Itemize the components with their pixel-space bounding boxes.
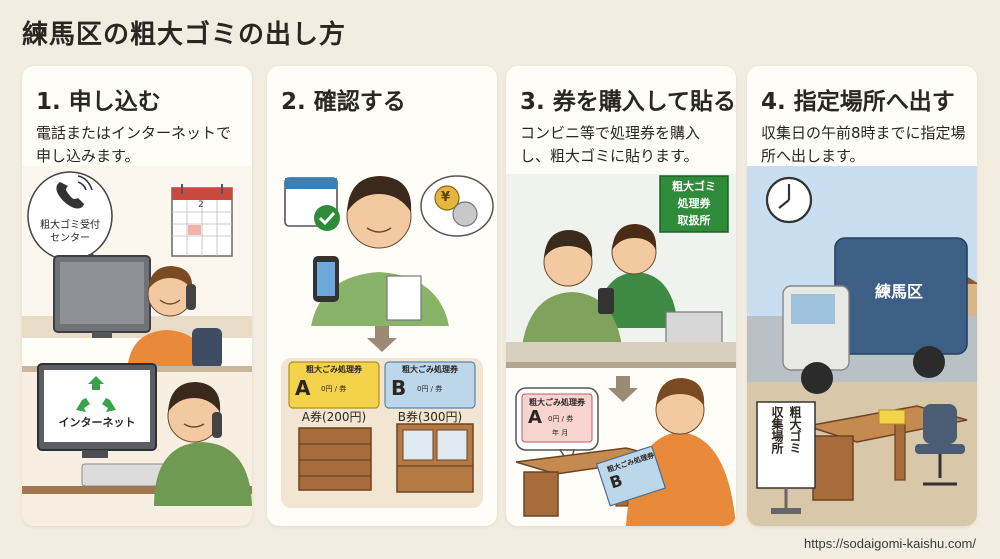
shop-sign-line-3: 取扱所 [677, 214, 711, 227]
page-title: 練馬区の粗大ゴミの出し方 [22, 20, 347, 50]
step-card-apply: 1. 申し込む 電話またはインターネットで申し込みます。 粗大ゴミ受付センター … [22, 66, 252, 526]
shop-sign-line-1: 粗大ゴミ [672, 180, 716, 193]
dispose-illustration [747, 166, 977, 526]
person-on-phone [127, 266, 222, 376]
bubble-ticket-sub: 0円 / 券 [548, 415, 574, 423]
bubble-ticket-header: 粗大ごみ処理券 [529, 398, 585, 407]
coins-bubble [420, 175, 494, 237]
computer-monitor [37, 363, 157, 458]
calendar-icon [171, 184, 233, 257]
internet-label: インターネット [58, 416, 136, 429]
person-checking-phone [311, 176, 449, 326]
sign-text: 粗大ゴミ 収集場所 [759, 406, 813, 454]
collection-point-sign [756, 401, 816, 514]
ticket-a-header: 粗大ごみ処理券 [306, 365, 362, 374]
ticket-b-header: 粗大ごみ処理券 [402, 365, 458, 374]
sign-line-2: 収集場所 [770, 406, 784, 454]
step-title-dispose: 4. 指定場所へ出す [761, 89, 955, 115]
office-chair [915, 404, 965, 486]
step-card-dispose: 4. 指定場所へ出す 収集日の午前8時までに指定場所へ出します。 練馬区 粗大ゴ… [747, 66, 977, 526]
ticket-b-letter: B [391, 376, 407, 400]
source-url: https://sodaigomi-kaishu.com/ [804, 536, 976, 551]
person-at-computer [154, 382, 252, 506]
calendar-date: 2 [198, 200, 204, 210]
step-desc-apply: 電話またはインターネットで申し込みます。 [36, 124, 232, 165]
purchase-illustration [506, 174, 736, 526]
step-desc-dispose: 収集日の午前8時までに指定場所へ出します。 [761, 124, 966, 165]
person-sticking-ticket [595, 378, 736, 526]
step-card-confirm: 2. 確認する ¥ 粗大ごみ処理券 A 0円 / 券 粗大ごみ処理券 B 0円 … [267, 66, 497, 526]
step-title-apply: 1. 申し込む [36, 89, 161, 115]
step-desc-purchase: コンビニ等で処理券を購入し、粗大ゴミに貼ります。 [520, 124, 701, 165]
ticket-a-price-label: A券(200円) [301, 410, 367, 424]
bubble-ticket-letter: A [528, 407, 542, 428]
apply-illustration [22, 166, 252, 526]
truck-label: 練馬区 [875, 282, 924, 301]
sign-line-1: 粗大ゴミ [788, 406, 802, 454]
garbage-truck [782, 237, 968, 394]
dresser-icon [298, 427, 372, 491]
calendar-check-icon [284, 177, 340, 231]
shop-sign: 粗大ゴミ 処理券 取扱所 [660, 178, 728, 229]
down-arrow-icon [608, 376, 638, 402]
down-arrow-icon [367, 326, 397, 352]
shop-sign-line-2: 処理券 [677, 197, 711, 210]
ticket-a-letter: A [295, 376, 311, 400]
recycle-icon [76, 376, 116, 412]
clock-icon [765, 176, 813, 224]
center-bubble-label: 粗大ゴミ受付センター [40, 220, 100, 244]
step-card-purchase: 3. 券を購入して貼る コンビニ等で処理券を購入し、粗大ゴミに貼ります。 粗大ゴ… [506, 66, 736, 526]
ticket-b-price-label: B券(300円) [397, 410, 463, 424]
store-clerk [594, 224, 678, 328]
step-title-purchase: 3. 券を購入して貼る [520, 89, 736, 115]
yen-symbol: ¥ [441, 190, 451, 205]
ticket-b-sub: 0円 / 券 [417, 385, 443, 393]
ticket-a-sub: 0円 / 券 [321, 385, 347, 393]
telephone-icon [56, 175, 93, 209]
confirm-illustration [281, 175, 494, 508]
step-title-confirm: 2. 確認する [281, 89, 406, 115]
bubble-ticket-field: 年 月 [552, 429, 569, 437]
cabinet-icon [396, 423, 474, 493]
